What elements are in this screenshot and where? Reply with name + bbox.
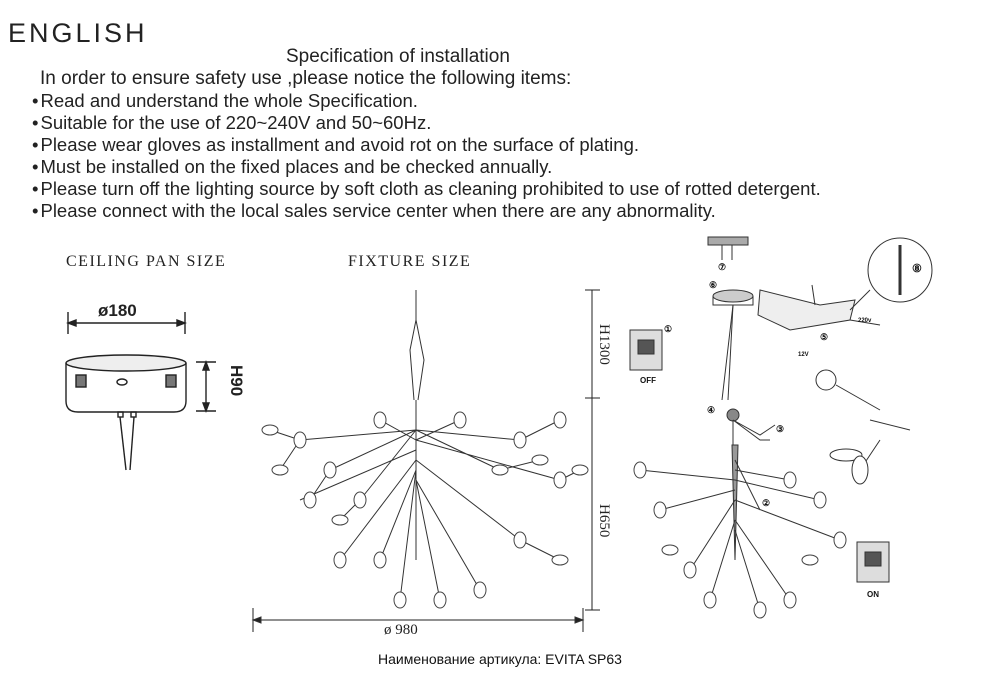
ceiling-pan-drawing xyxy=(65,312,216,471)
ceiling-pan-caption: CEILING PAN SIZE xyxy=(66,253,227,270)
safety-item: Please connect with the local sales serv… xyxy=(32,200,821,222)
step-marker: ③ xyxy=(776,424,785,434)
step-marker: ④ xyxy=(707,405,716,415)
step-marker: ⑧ xyxy=(912,263,922,275)
safety-item: Must be installed on the fixed places an… xyxy=(32,156,821,178)
article-name: Наименование артикула: EVITA SP63 xyxy=(378,651,622,667)
intro-text: In order to ensure safety use ,please no… xyxy=(40,68,572,89)
switch-off-label: OFF xyxy=(640,376,656,385)
language-label: ENGLISH xyxy=(8,18,148,48)
step-marker: ② xyxy=(762,498,771,508)
ceiling-pan-diameter: ø180 xyxy=(98,301,137,320)
voltage-in-label: 220v xyxy=(858,318,872,324)
voltage-out-label: 12V xyxy=(798,352,809,358)
safety-item: Read and understand the whole Specificat… xyxy=(32,90,821,112)
ceiling-pan-height: H90 xyxy=(227,365,246,397)
fixture-drawing xyxy=(251,289,600,632)
spec-title: Specification of installation xyxy=(286,46,510,67)
fixture-diameter: ø 980 xyxy=(384,622,418,638)
step-marker: ⑦ xyxy=(718,262,727,272)
fixture-total-height: H1300 xyxy=(596,324,612,365)
fixture-caption: FIXTURE SIZE xyxy=(348,253,472,270)
safety-list: Read and understand the whole Specificat… xyxy=(32,90,821,222)
safety-item: Please turn off the lighting source by s… xyxy=(32,178,820,200)
step-marker: ① xyxy=(664,324,673,334)
switch-on-label: ON xyxy=(867,590,879,599)
step-marker: ⑥ xyxy=(709,280,718,290)
safety-item: Please wear gloves as installment and av… xyxy=(32,134,821,156)
step-marker: ⑤ xyxy=(820,332,829,342)
safety-item: Suitable for the use of 220~240V and 50~… xyxy=(32,112,821,134)
fixture-body-height: H650 xyxy=(596,504,612,538)
installation-drawing xyxy=(629,236,933,619)
